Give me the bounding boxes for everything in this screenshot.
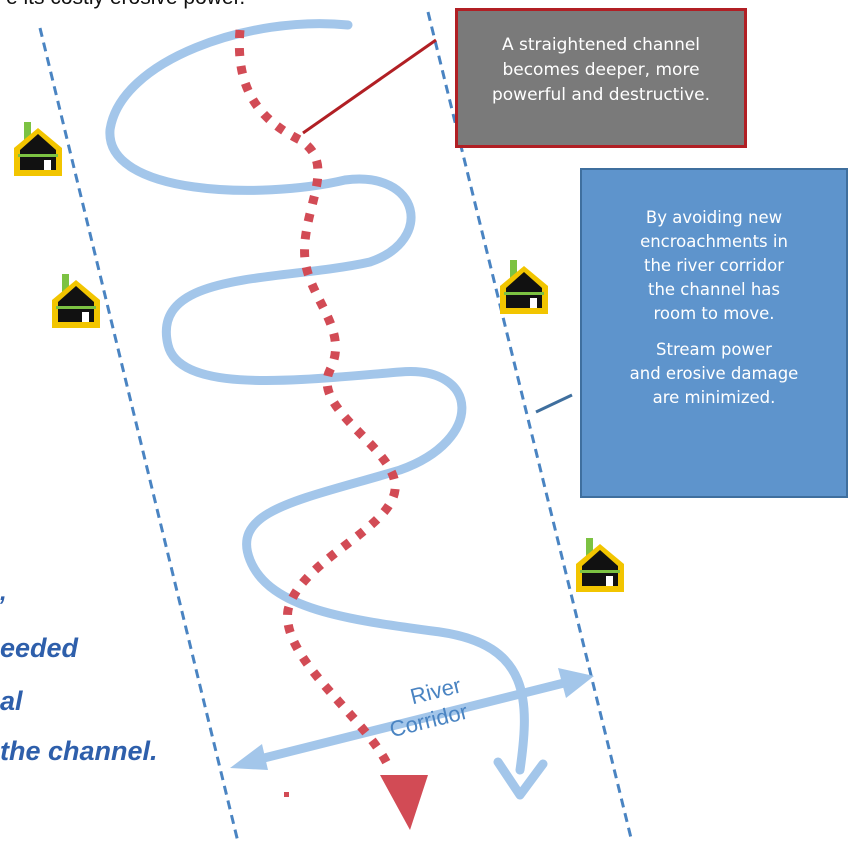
- straightened-callout-leader: [302, 38, 437, 135]
- house-icon: [576, 538, 624, 592]
- straightened-callout-text: A straightened channel becomes deeper, m…: [491, 35, 710, 105]
- straightened-channel-callout: A straightened channel becomes deeper, m…: [455, 8, 747, 148]
- meandering-channel: [105, 19, 529, 775]
- corridor-boundary-left: [38, 27, 240, 842]
- meander-arrowhead: [493, 757, 548, 800]
- house-icon: [14, 122, 62, 176]
- corridor-label: River Corridor: [387, 673, 470, 743]
- corridor-callout: By avoiding new encroachments in the riv…: [580, 168, 848, 498]
- left-text-line-4: the channel.: [0, 736, 158, 766]
- corridor-callout-paragraph-2: Stream power and erosive damage are mini…: [629, 340, 799, 407]
- corridor-arrowhead-right: [558, 668, 594, 698]
- left-text-line-3: al: [0, 686, 23, 716]
- corridor-callout-leader: [535, 393, 573, 414]
- corridor-width-arrow: [243, 675, 581, 767]
- corridor-callout-paragraph-1: By avoiding new encroachments in the riv…: [640, 208, 788, 323]
- house-icon: [500, 260, 548, 314]
- left-text-line-1: ,: [0, 579, 7, 606]
- corridor-boundary-right: [426, 11, 634, 842]
- house-icon: [52, 274, 100, 328]
- corridor-arrowhead-left: [230, 744, 268, 770]
- straightened-channel: [234, 29, 400, 772]
- straightened-channel-arrowhead: [380, 775, 428, 830]
- intro-text-fragment: e its costly erosive power.: [6, 0, 245, 10]
- left-text-line-2: eeded: [0, 633, 79, 663]
- red-dot-mark: [284, 792, 289, 797]
